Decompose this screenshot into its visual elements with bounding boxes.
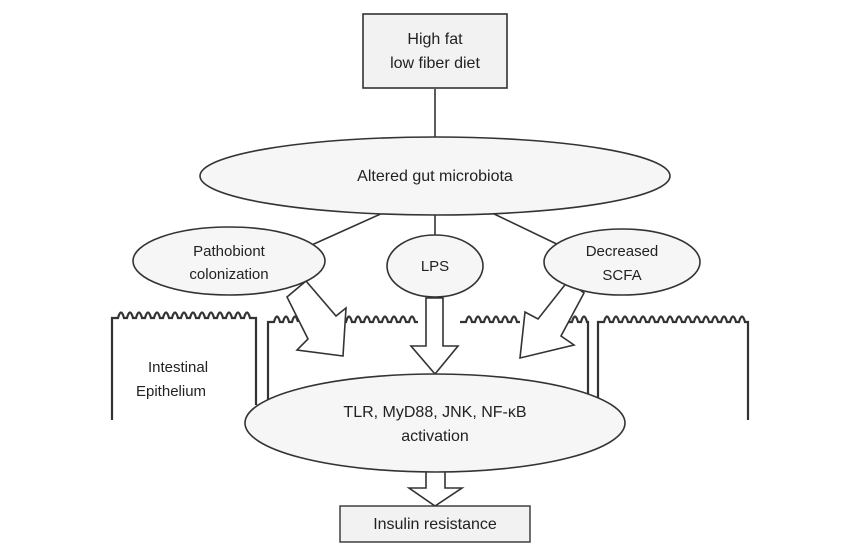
scfa-label-line1: Decreased [586,243,659,260]
scfa-ellipse [543,228,701,296]
epithelium-center-wall [266,315,590,405]
microbiota-label: Altered gut microbiota [357,168,513,185]
activation-ellipse [244,373,626,473]
lps-label: LPS [421,258,449,275]
epithelium-right-wall [596,315,750,420]
microbiota-ellipse [199,136,671,216]
epithelium-label-line1: Intestinal [148,359,208,376]
arrow-lps-to-activation [409,297,460,376]
insulin-label: Insulin resistance [373,516,497,533]
scfa-label-line2: SCFA [602,267,641,284]
epithelium-label-line2: Epithelium [136,383,206,400]
diet-label-line2: low fiber diet [390,55,480,72]
activation-label-line2: activation [401,428,469,445]
pathobiont-ellipse [132,226,326,296]
diet-label-line1: High fat [407,31,463,48]
connector-microbiota-to-pathobiont [304,211,386,249]
diet-box [362,13,508,89]
epithelium-left-wall [110,311,258,420]
pathobiont-label-line1: Pathobiont [193,243,266,260]
insulin-box [339,505,531,543]
activation-label-line1: TLR, MyD88, JNK, NF-κB [343,404,526,421]
intestinal-epithelium: Intestinal Epithelium [110,311,750,420]
lps-ellipse [386,234,484,298]
pathobiont-label-line2: colonization [189,266,268,283]
arrow-pathobiont-to-activation [286,279,347,357]
arrow-scfa-to-activation [519,279,586,360]
arrow-activation-to-insulin [406,469,465,507]
connector-microbiota-to-scfa [489,211,566,249]
